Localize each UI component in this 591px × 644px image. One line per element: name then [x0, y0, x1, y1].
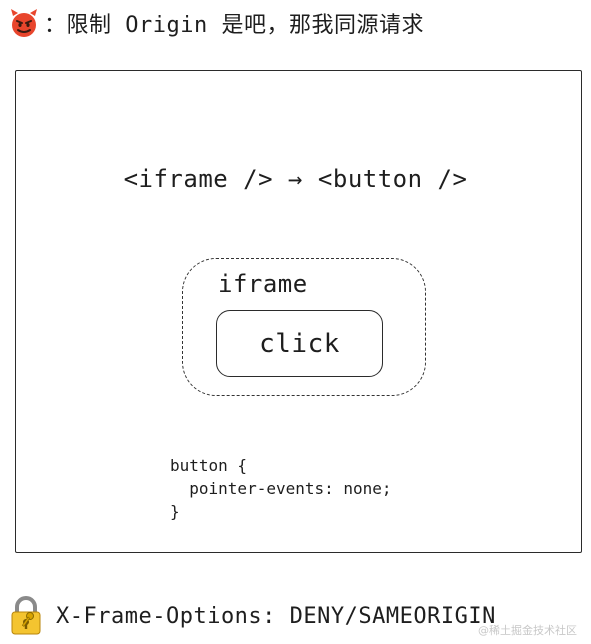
watermark: @稀土掘金技术社区	[478, 624, 577, 637]
iframe-label: iframe	[218, 270, 308, 298]
footer-text: X-Frame-Options: DENY/SAMEORIGIN	[56, 603, 496, 629]
header: ：限制 Origin 是吧，那我同源请求	[8, 6, 424, 40]
code-block: button { pointer-events: none;}	[170, 454, 392, 523]
diagram-frame	[15, 70, 582, 553]
code-line: pointer-events: none;	[170, 479, 392, 498]
footer: X-Frame-Options: DENY/SAMEORIGIN	[8, 596, 496, 636]
devil-face-icon	[11, 9, 37, 37]
iframe-dashed-box	[182, 258, 426, 396]
header-text: ：限制 Origin 是吧，那我同源请求	[44, 13, 424, 38]
diagram-title: <iframe /> → <button />	[123, 165, 468, 193]
code-line: }	[170, 502, 180, 521]
lock-key-icon	[11, 596, 41, 635]
code-line: button {	[170, 456, 248, 475]
click-button[interactable]: click	[216, 310, 383, 377]
